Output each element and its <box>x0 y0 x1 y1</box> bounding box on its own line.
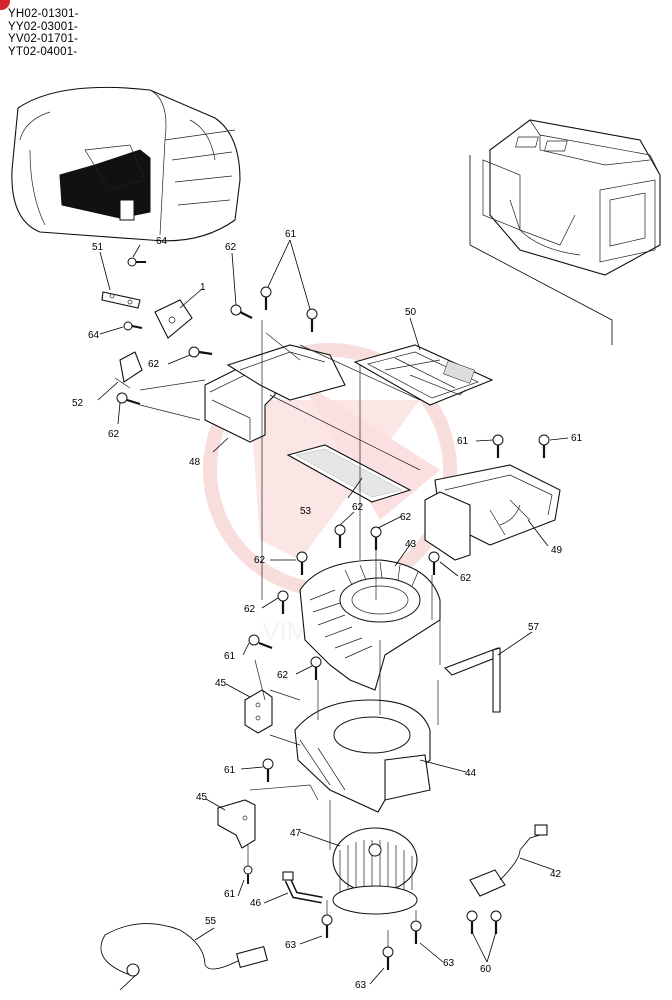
screw-61 <box>260 286 272 310</box>
screws <box>116 257 550 970</box>
screw-64 <box>123 321 143 331</box>
screw-62 <box>310 656 322 680</box>
callout-label: 61 <box>457 436 469 447</box>
screw-62 <box>296 551 308 575</box>
callout-label: 43 <box>405 539 417 550</box>
serial-number-list: YH02-01301- YY02-03001- YV02-01701- YT02… <box>8 8 79 58</box>
screw-61 <box>248 634 273 650</box>
screw-61 <box>538 434 550 458</box>
callout-label: 44 <box>465 768 477 779</box>
part-50-filter-cover <box>353 344 494 406</box>
part-49-housing <box>424 464 561 561</box>
screw-61 <box>262 758 274 782</box>
callout-label: 64 <box>88 330 100 341</box>
callout-label: 51 <box>92 242 104 253</box>
callout-label: 60 <box>480 964 492 975</box>
callout-label: 42 <box>550 869 562 880</box>
callout-label: 1 <box>200 282 206 293</box>
screw-62 <box>230 304 253 319</box>
part-55-harness <box>100 923 269 991</box>
callout-label: 61 <box>571 433 583 444</box>
callout-label: 46 <box>250 898 262 909</box>
callout-label: 49 <box>551 545 563 556</box>
part-60-resistor <box>469 869 506 897</box>
callout-label: 62 <box>108 429 120 440</box>
part-43-fan-casing <box>299 559 441 695</box>
callout-label: 64 <box>156 236 168 247</box>
screw-60 <box>466 910 478 934</box>
page-badge <box>0 0 10 10</box>
screw-60 <box>490 910 502 934</box>
screw-63 <box>410 920 422 944</box>
callout-label: 61 <box>224 889 236 900</box>
screw-62 <box>428 551 440 575</box>
assembled-unit-illustration <box>469 119 661 345</box>
screw-64 <box>127 257 146 267</box>
callout-label: 62 <box>352 502 364 513</box>
callout-label: 47 <box>290 828 302 839</box>
part-44-lower-casing <box>294 699 431 813</box>
callout-label: 61 <box>285 229 297 240</box>
callout-label: 57 <box>528 622 540 633</box>
screw-62 <box>116 392 141 406</box>
callout-label: 61 <box>224 651 236 662</box>
part-52-bracket <box>114 351 143 389</box>
callout-label: 63 <box>443 958 455 969</box>
serial-number: YT02-04001- <box>8 45 78 58</box>
callout-label: 62 <box>277 670 289 681</box>
part-45-bracket-upper <box>244 689 273 734</box>
part-47-blower-motor <box>332 827 418 915</box>
callout-label: 63 <box>285 940 297 951</box>
callout-label: 61 <box>224 765 236 776</box>
part-46-hose <box>282 871 323 904</box>
callout-label: 63 <box>355 980 367 991</box>
screw-61 <box>492 434 504 458</box>
serial-number: YV02-01701- <box>8 33 78 45</box>
callout-labels: 1 42 43 44 45 45 46 47 48 49 50 51 52 53… <box>72 229 583 991</box>
callout-label: 62 <box>244 604 256 615</box>
callout-label: 50 <box>405 307 417 318</box>
serial-number: YH02-01301- <box>8 8 79 20</box>
screw-62 <box>370 526 382 550</box>
callout-label: 52 <box>72 398 84 409</box>
part-53-air-filter <box>286 444 412 503</box>
callout-leaders <box>97 239 569 985</box>
callout-label: 62 <box>254 555 266 566</box>
callout-label: 62 <box>460 573 472 584</box>
callout-label: 62 <box>400 512 412 523</box>
part-51-clip <box>101 291 141 309</box>
callout-label: 45 <box>196 792 208 803</box>
serial-number: YY02-03001- <box>8 20 78 33</box>
screw-61 <box>243 865 253 884</box>
part-42-harness <box>499 824 548 881</box>
cab-overview-illustration <box>11 86 241 242</box>
screw-62 <box>334 524 346 548</box>
callout-label: 62 <box>225 242 237 253</box>
part-1-sensor-bracket <box>154 299 193 339</box>
callout-label: 45 <box>215 678 227 689</box>
callout-label: 62 <box>148 359 160 370</box>
part-45-bracket-lower <box>217 799 256 849</box>
screw-63 <box>321 914 333 938</box>
assembly-guide-lines <box>139 320 441 947</box>
callout-label: 53 <box>300 506 312 517</box>
screw-62 <box>188 346 213 358</box>
screw-61 <box>306 308 318 332</box>
screw-63 <box>382 946 394 970</box>
part-57-seal-strip <box>444 647 501 713</box>
part-48-duct <box>204 344 346 443</box>
screw-62 <box>277 590 289 614</box>
callout-label: 48 <box>189 457 201 468</box>
callout-label: 55 <box>205 916 217 927</box>
